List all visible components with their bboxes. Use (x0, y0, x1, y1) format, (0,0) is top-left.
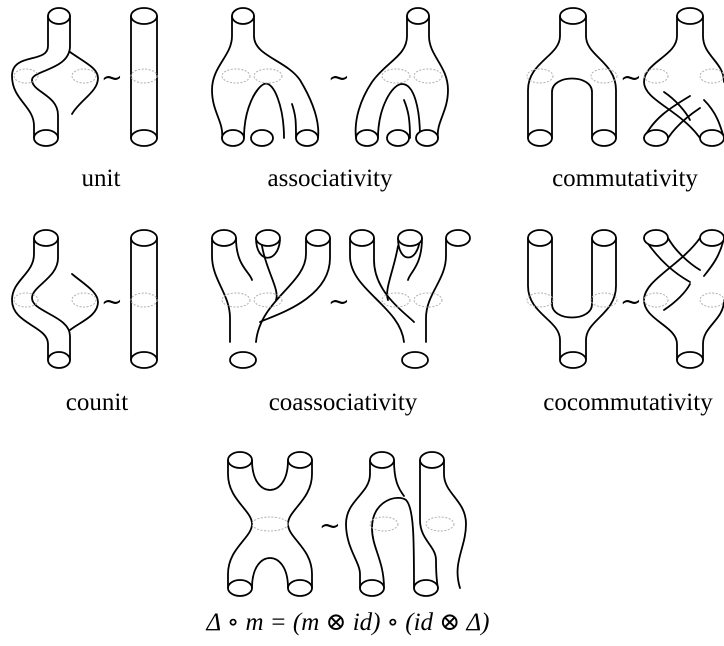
unit-equivalence-symbol: ~ (101, 63, 123, 93)
caption-coassociativity: coassociativity (268, 389, 418, 416)
counit-equivalence-symbol: ~ (101, 287, 123, 317)
commutativity-right-cobordism (643, 7, 724, 147)
coassociativity-equivalence-symbol: ~ (328, 287, 350, 317)
caption-cocommutativity: cocommutativity (543, 389, 713, 416)
frobenius-left-cobordism (227, 451, 313, 597)
frobenius-equivalence-symbol: ~ (319, 511, 341, 541)
counit-right-identity-tube (130, 229, 158, 369)
cocommutativity-equivalence-symbol: ~ (620, 287, 642, 317)
caption-unit: unit (81, 165, 121, 192)
associativity-left-cobordism (211, 7, 320, 147)
unit-right-identity-tube (130, 7, 158, 147)
coassociativity-right-cobordism (349, 229, 471, 369)
frobenius-formula: Δ ∘ m = (m ⊗ id) ∘ (id ⊗ Δ) (206, 609, 490, 636)
caption-commutativity: commutativity (552, 165, 698, 192)
commutativity-equivalence-symbol: ~ (620, 63, 642, 93)
frobenius-right-cobordism (345, 451, 467, 597)
associativity-equivalence-symbol: ~ (328, 63, 350, 93)
coassociativity-left-cobordism (211, 229, 331, 369)
associativity-right-cobordism (354, 7, 449, 147)
cocommutativity-left-cobordism (526, 229, 618, 369)
unit-left-cobordism (11, 7, 99, 147)
counit-left-cobordism (11, 229, 99, 369)
commutativity-left-cobordism (526, 7, 618, 147)
caption-associativity: associativity (267, 165, 393, 192)
cocommutativity-right-cobordism (643, 229, 724, 369)
caption-counit: counit (65, 389, 129, 416)
